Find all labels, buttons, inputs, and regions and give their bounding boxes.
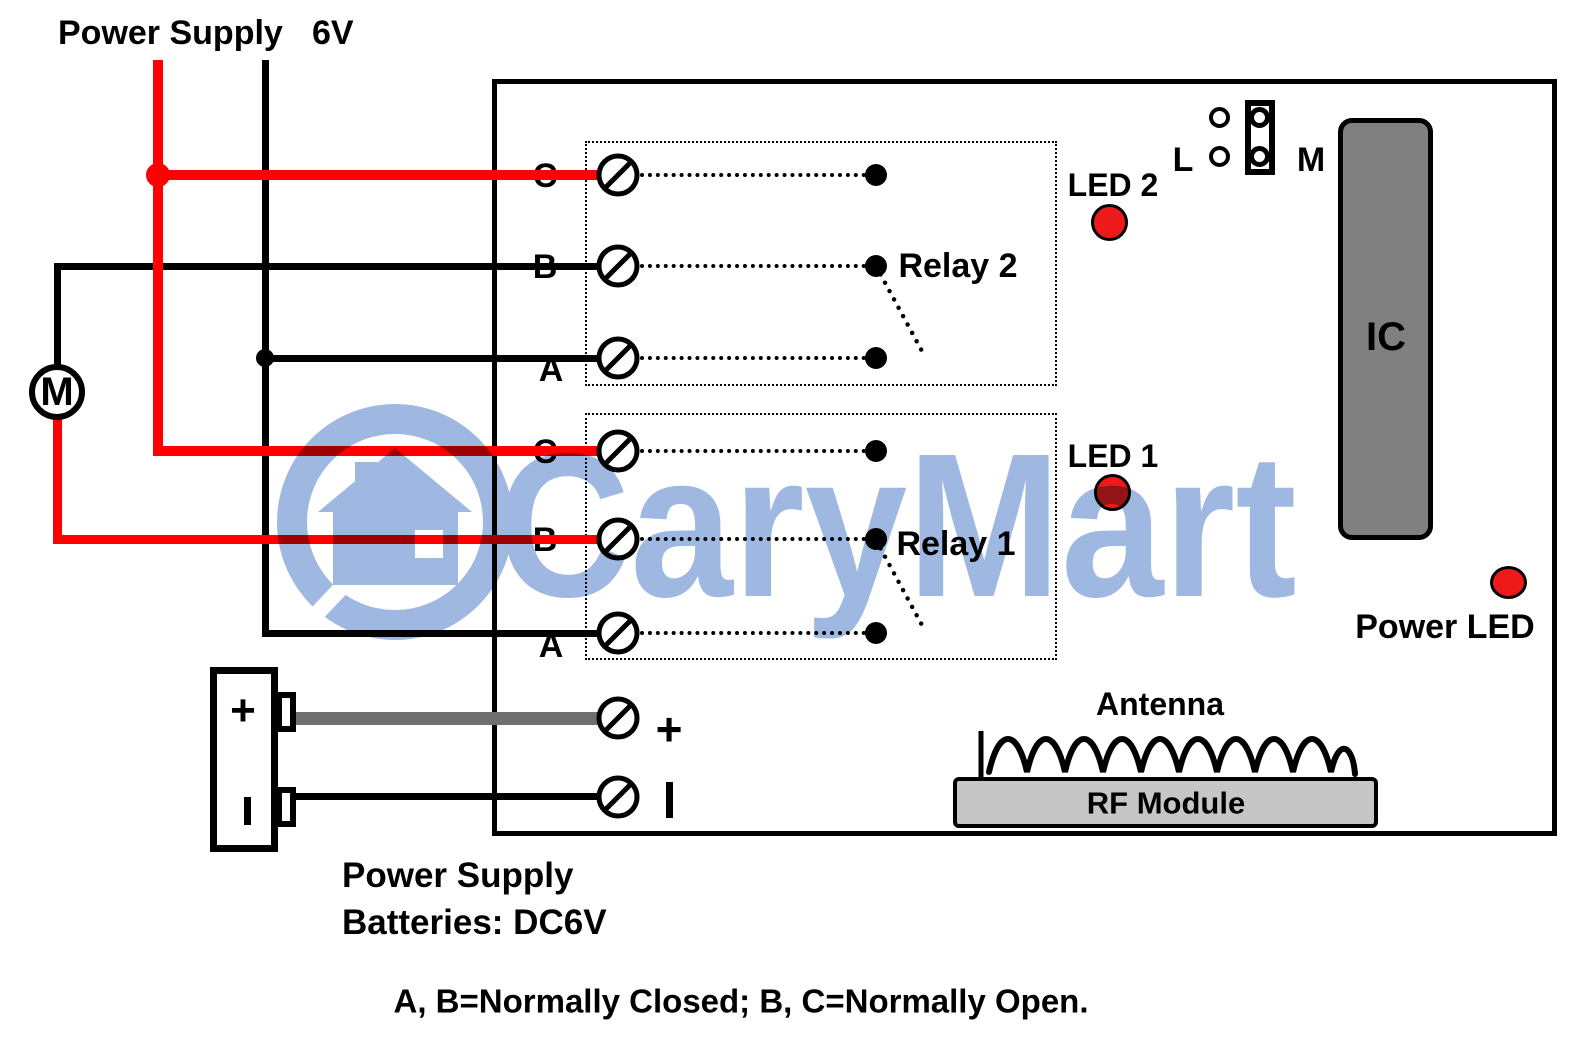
relay1-switch-arm bbox=[873, 537, 926, 630]
motor-to-relay1-b-wire bbox=[53, 535, 604, 544]
board-plus-label: + bbox=[655, 703, 683, 755]
jumper-pin-l-bottom bbox=[1209, 146, 1230, 167]
relay2-c-contact-line bbox=[640, 173, 866, 177]
relay1-a-contact-dot bbox=[865, 622, 887, 644]
motor-top-lead-wire bbox=[54, 263, 61, 367]
jumper-left-label: L bbox=[1172, 141, 1194, 179]
power-led-indicator bbox=[1490, 566, 1527, 599]
power-led-label: Power LED bbox=[1355, 608, 1535, 646]
supply-red-vertical-wire bbox=[153, 60, 163, 455]
led1-indicator bbox=[1094, 474, 1131, 511]
power-supply-top-label: Power Supply bbox=[58, 14, 283, 52]
jumper-right-label: M bbox=[1296, 141, 1326, 179]
ic-chip bbox=[1338, 118, 1433, 540]
battery-minus-symbol bbox=[244, 797, 251, 825]
relay1-name: Relay 1 bbox=[896, 525, 1016, 563]
motor-letter: M bbox=[40, 369, 74, 414]
relay1-a-contact-line bbox=[640, 631, 866, 635]
screw-terminal-relay2-b bbox=[596, 244, 640, 288]
motor-symbol: M bbox=[29, 364, 85, 420]
antenna-label: Antenna bbox=[1096, 686, 1224, 722]
battery-negative-tab bbox=[276, 787, 296, 827]
red-to-relay1-c-wire bbox=[153, 446, 604, 456]
led2-indicator bbox=[1091, 204, 1128, 241]
relay2-c-contact-dot bbox=[865, 164, 887, 186]
black-junction-dot bbox=[256, 349, 274, 367]
relay1-c-contact-dot bbox=[865, 440, 887, 462]
battery-positive-gray-wire bbox=[294, 712, 604, 725]
battery-caption-line1: Power Supply bbox=[342, 856, 574, 895]
voltage-label: 6V bbox=[312, 14, 354, 52]
jumper-pin-m-bottom bbox=[1249, 146, 1270, 167]
carymart-watermark-text: CaryMart bbox=[497, 411, 1297, 640]
relay2-a-contact-line bbox=[640, 356, 866, 360]
screw-terminal-power-minus bbox=[596, 775, 640, 819]
motor-bottom-lead-wire bbox=[53, 419, 62, 544]
rf-module-label: RF Module bbox=[1086, 785, 1246, 821]
battery-negative-wire bbox=[294, 793, 604, 800]
red-junction-dot bbox=[146, 163, 170, 187]
led1-label: LED 1 bbox=[1067, 438, 1159, 474]
board-minus-symbol bbox=[666, 782, 673, 818]
jumper-pin-l-top bbox=[1209, 107, 1230, 128]
screw-terminal-relay1-c bbox=[596, 429, 640, 473]
footnote: A, B=Normally Closed; B, C=Normally Open… bbox=[393, 982, 1089, 1020]
relay2-b-contact-line bbox=[640, 264, 866, 268]
carymart-watermark: CaryMart bbox=[277, 404, 1297, 650]
screw-terminal-relay1-b bbox=[596, 517, 640, 561]
relay2-name: Relay 2 bbox=[898, 247, 1018, 285]
relay2-a-contact-dot bbox=[865, 347, 887, 369]
battery-plus-label: + bbox=[230, 686, 256, 735]
carymart-logo-icon bbox=[277, 404, 513, 650]
relay1-c-contact-line bbox=[640, 449, 866, 453]
supply-black-vertical-wire bbox=[262, 60, 269, 637]
battery-positive-tab bbox=[276, 692, 296, 732]
ic-label: IC bbox=[1366, 315, 1406, 359]
screw-terminal-power-plus bbox=[596, 696, 640, 740]
relay2-switch-arm bbox=[873, 263, 926, 356]
black-to-relay2-a-wire bbox=[262, 355, 604, 362]
jumper-pin-m-top bbox=[1249, 107, 1270, 128]
rf-module-box bbox=[953, 777, 1378, 828]
battery-caption-line2: Batteries: DC6V bbox=[342, 903, 607, 942]
screw-terminal-relay1-a bbox=[596, 611, 640, 655]
screw-terminal-relay2-a bbox=[596, 336, 640, 380]
red-to-relay2-c-wire bbox=[153, 170, 604, 180]
screw-terminal-relay2-c bbox=[596, 153, 640, 197]
motor-to-relay2-b-wire bbox=[54, 263, 604, 270]
led2-label: LED 2 bbox=[1067, 167, 1159, 203]
relay1-b-contact-line bbox=[640, 537, 866, 541]
